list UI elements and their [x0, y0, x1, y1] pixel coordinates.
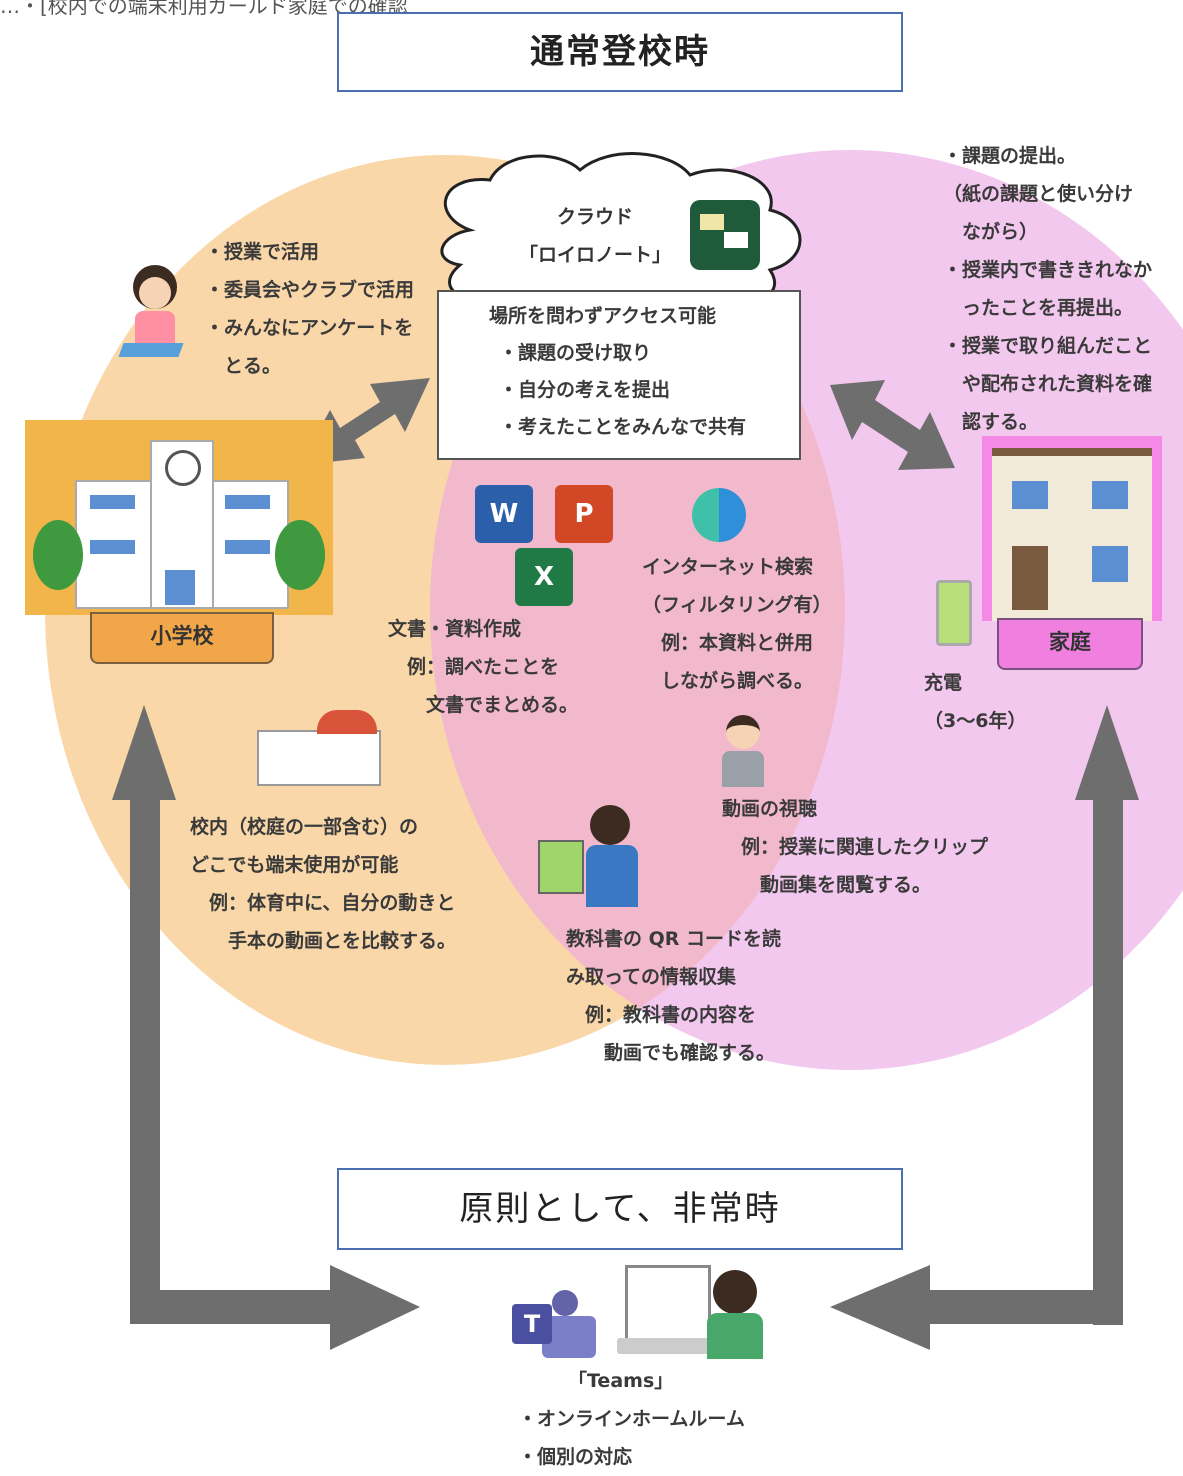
top-fragment: …・[校内での端末利用ガールド家庭での確認 [0, 0, 408, 18]
school-building-image [25, 420, 333, 615]
video-line: 動画集を閲覧する。 [722, 874, 932, 896]
cloud-home-arrow [830, 380, 955, 470]
doc-line: 例：調べたことを [388, 656, 560, 678]
qr-line: 教科書の QR コードを読 [566, 928, 782, 950]
home-uses: ・課題の提出。 （紙の課題と使い分け ながら） ・授業内で書ききれなか ったこと… [943, 137, 1152, 441]
charging-line: 充電 [924, 672, 963, 694]
school-teams-arrow [112, 705, 420, 1350]
internet-line: 例：本資料と併用 [642, 632, 814, 654]
cloud-box-item: ・自分の考えを提出 [499, 379, 671, 401]
home-use-item: ・授業内で書ききれなか [943, 259, 1153, 281]
boy-viewer-icon [720, 715, 766, 787]
internet-line: （フィルタリング有） [642, 594, 832, 616]
home-use-item: ・授業で取り組んだこと [943, 335, 1153, 357]
school-uses: ・授業で活用 ・委員会やクラブで活用 ・みんなにアンケートを とる。 [205, 233, 414, 385]
edge-browser-icon [692, 488, 746, 542]
powerpoint-icon: P [555, 485, 613, 543]
anywhere-line: 手本の動画とを比較する。 [190, 930, 457, 952]
home-use-item: ったことを再提出。 [943, 297, 1134, 319]
cloud-box-item: ・考えたことをみんなで共有 [499, 416, 747, 438]
cloud-box-heading: 場所を問わずアクセス可能 [489, 305, 717, 327]
cloud-box-item: ・課題の受け取り [499, 342, 652, 364]
teams-icon: T [512, 1290, 602, 1360]
anywhere-line: 校内（校庭の一部含む）の [190, 816, 419, 838]
school-use-item: ・委員会やクラブで活用 [205, 279, 415, 301]
word-icon: W [475, 485, 533, 543]
home-use-item: ・課題の提出。 [943, 145, 1077, 167]
house-image [982, 436, 1162, 621]
roilo-note-icon [690, 200, 760, 270]
doc-creation-text: 文書・資料作成 例：調べたことを 文書でまとめる。 [388, 610, 578, 724]
home-use-item: や配布された資料を確 [943, 373, 1153, 395]
home-use-item: 認する。 [943, 411, 1039, 433]
doc-line: 文書でまとめる。 [388, 694, 579, 716]
school-anywhere-text: 校内（校庭の一部含む）の どこでも端末使用が可能 例：体育中に、自分の動きと 手… [190, 808, 456, 960]
school-use-item: ・みんなにアンケートを [205, 317, 414, 339]
home-use-item: ながら） [943, 221, 1039, 243]
cloud-line2: 「ロイロノート」 [518, 244, 671, 266]
qr-line: 例：教科書の内容を [566, 1004, 757, 1026]
internet-text: インターネット検索 （フィルタリング有） 例：本資料と併用 しながら調べる。 [642, 548, 832, 700]
qr-line: み取っての情報収集 [566, 966, 737, 988]
school-building-small-image [257, 710, 381, 786]
qr-reading-boy-icon [538, 805, 643, 910]
home-teams-arrow [830, 705, 1139, 1350]
qr-line: 動画でも確認する。 [566, 1042, 776, 1064]
title-normal: 通常登校時 [337, 12, 903, 92]
teams-item: ・個別の対応 [518, 1446, 633, 1468]
online-meeting-image [617, 1265, 763, 1360]
video-text: 動画の視聴 例：授業に関連したクリップ 動画集を閲覧する。 [722, 790, 988, 904]
charging-text: 充電 （3～6年） [924, 664, 1026, 740]
home-label: 家庭 [997, 618, 1143, 670]
cloud-text: クラウド 「ロイロノート」 [495, 198, 695, 274]
cloud-line1: クラウド [556, 206, 633, 228]
battery-icon [936, 580, 972, 646]
doc-line: 文書・資料作成 [388, 618, 522, 640]
school-use-item: ・授業で活用 [205, 241, 320, 263]
anywhere-line: 例：体育中に、自分の動きと [190, 892, 456, 914]
excel-icon: X [515, 548, 573, 606]
teams-text: 「Teams」 ・オンラインホームルーム ・個別の対応 [518, 1362, 745, 1476]
home-use-item: （紙の課題と使い分け [943, 183, 1134, 205]
student-girl-icon [118, 265, 185, 365]
internet-line: インターネット検索 [642, 556, 814, 578]
teams-title: 「Teams」 [568, 1370, 674, 1392]
video-line: 例：授業に関連したクリップ [722, 836, 989, 858]
teams-item: ・オンラインホームルーム [518, 1408, 745, 1430]
school-label: 小学校 [90, 612, 274, 664]
school-use-item: とる。 [205, 355, 282, 377]
cloud-access-box: 場所を問わずアクセス可能 ・課題の受け取り ・自分の考えを提出 ・考えたことをみ… [437, 290, 801, 460]
internet-line: しながら調べる。 [642, 670, 814, 692]
video-line: 動画の視聴 [722, 798, 818, 820]
qr-text: 教科書の QR コードを読 み取っての情報収集 例：教科書の内容を 動画でも確認… [566, 920, 781, 1072]
title-emergency: 原則として、非常時 [337, 1168, 903, 1250]
anywhere-line: どこでも端末使用が可能 [190, 854, 399, 876]
charging-line: （3～6年） [924, 710, 1027, 732]
